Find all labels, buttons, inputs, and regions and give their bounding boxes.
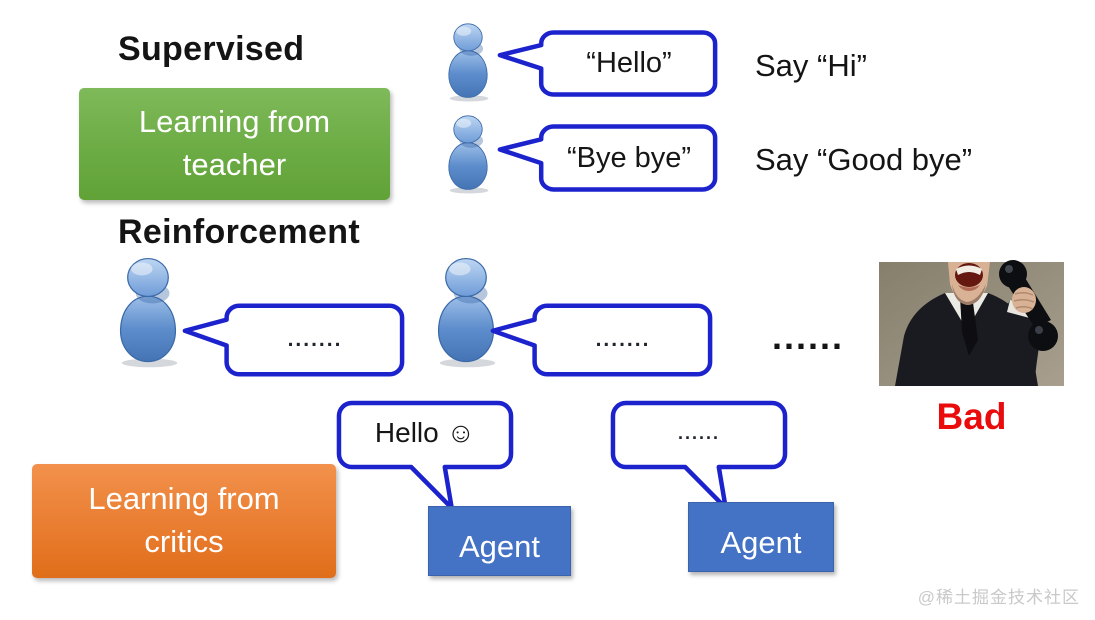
learning-from-teacher-box: Learning from teacher bbox=[79, 88, 390, 200]
agent-box: Agent bbox=[688, 502, 834, 572]
watermark: @稀土掘金技术社区 bbox=[917, 588, 1080, 607]
speech-bubble-text: “Hello” bbox=[586, 47, 672, 79]
person-icon bbox=[108, 256, 188, 368]
instruction-text: Say “Hi” bbox=[755, 48, 867, 83]
supervised-title: Supervised bbox=[118, 30, 305, 68]
speech-bubble-text: “Bye bye” bbox=[566, 141, 692, 174]
reinforcement-title: Reinforcement bbox=[118, 213, 360, 251]
speech-bubble-text: ....... bbox=[287, 328, 343, 351]
continuation-ellipsis: ...... bbox=[772, 316, 845, 357]
speech-bubble-text: Hello ☺ bbox=[374, 417, 476, 448]
learning-from-critics-box: Learning from critics bbox=[32, 464, 336, 578]
bad-label: Bad bbox=[936, 396, 1007, 437]
person-icon bbox=[440, 114, 496, 194]
speech-bubble-text: ...... bbox=[677, 422, 720, 443]
instruction-text: Say “Good bye” bbox=[755, 142, 973, 177]
angry-man-with-phone-photo bbox=[875, 258, 1068, 390]
person-icon bbox=[440, 22, 496, 102]
speech-bubble-text: ....... bbox=[595, 328, 651, 351]
agent-box: Agent bbox=[428, 506, 571, 576]
